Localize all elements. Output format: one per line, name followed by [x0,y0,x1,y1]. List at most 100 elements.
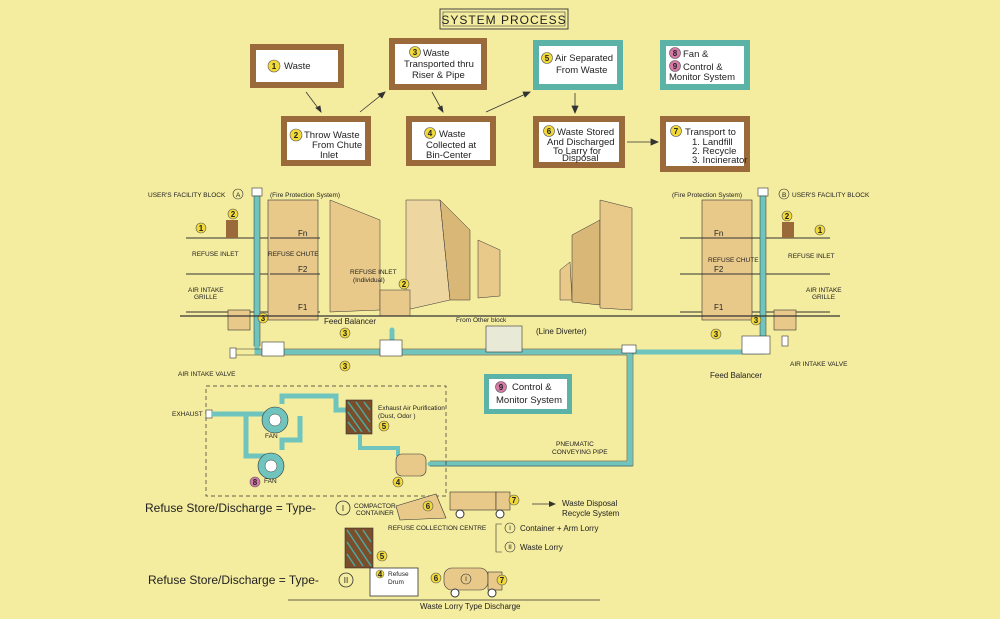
marker-3: 3 [343,329,348,338]
control-monitor-box: 9 Control & Monitor System [484,374,572,414]
floor-f1-label: F1 [298,303,308,312]
marker-5: 5 [380,552,385,561]
refuse-collection-centre: EXHAUST FAN FAN 8 Exhaust Air Purificati… [172,385,447,497]
users-facility-block-a: USER'S FACILITY BLOCK A (Fire Protection… [148,187,340,347]
type-2-roman: II [344,576,348,585]
step-label: And Discharged [547,137,615,148]
step-label: From Chute [312,140,362,151]
step-label: Waste Stored [557,127,614,138]
users-facility-block-b: USER'S FACILITY BLOCK B (Fire Protection… [672,187,870,347]
line-diverter: (Line Diverter) [485,325,637,354]
block-letter: B [782,192,786,199]
control-box-label: Monitor System [496,395,562,406]
marker-1: 1 [199,224,204,233]
refuse-chute-label: REFUSE CHUTE [708,257,759,264]
type-2-label: Refuse Store/Discharge = Type- [148,573,319,587]
waste-lorry-type-label: Waste Lorry Type Discharge [420,602,521,611]
air-intake-grille-label: AIR INTAKE [188,287,224,294]
marker-2: 2 [231,210,236,219]
air-intake-grille-label: GRILLE [194,294,218,301]
refuse-inlet-individual-label: REFUSE INLET [350,269,397,276]
step-label: Waste [423,48,450,59]
refuse-inlet-label: REFUSE INLET [192,251,239,258]
refuse-chute-label: REFUSE CHUTE [268,251,319,258]
fire-protection-label: (Fire Protection System) [672,192,742,199]
pipe-outlines [232,348,634,467]
step-label: Bin-Center [426,150,471,161]
type-1-discharge: Refuse Store/Discharge = Type- I COMPACT… [145,491,620,553]
step-label: Throw Waste [304,130,360,141]
step-box-2: 2 Throw Waste From Chute Inlet [281,116,371,166]
option-1-label: Container + Arm Lorry [520,524,598,533]
step-number: 4 [428,129,433,138]
step-label: 3. Incinerator [692,155,747,166]
marker-3: 3 [754,316,759,325]
option-2-label: Waste Lorry [520,543,563,552]
block-letter: A [236,192,241,199]
fan-label: FAN [264,478,277,485]
air-intake-valve-label: AIR INTAKE VALVE [178,371,236,378]
air-intake-grille-label: AIR INTAKE [806,287,842,294]
step-number: 1 [272,62,277,71]
step-label: To Larry for [553,146,601,157]
step-box-8-9: 8 Fan & 9 Control & Monitor System [660,40,750,90]
refuse-collection-label: REFUSE COLLECTION CENTRE [388,525,487,532]
step-number: 6 [547,127,552,136]
from-other-block-label: From Other block [456,317,507,324]
air-intake-grille-label: GRILLE [812,294,836,301]
marker-6: 6 [434,574,439,583]
exhaust-purification-label: Exhaust Air Purification [378,405,445,412]
step-label: 1. Landfill [692,137,733,148]
marker-8: 8 [253,478,258,487]
step-label: Transported thru [404,59,474,70]
feed-balancer-left: Feed Balancer 3 3 AIR INTAKE VALVE [178,317,403,378]
step-box-3: 3 Waste Transported thru Riser & Pipe [389,38,487,90]
step-label: Waste [439,129,466,140]
step-label: Waste [284,61,311,72]
step-label: Inlet [320,150,338,161]
pneumatic-pipe-label: CONVEYING PIPE [552,449,608,456]
type-2-discharge: 5 4 Refuse Drum Refuse Store/Discharge =… [148,527,600,611]
marker-2: 2 [785,212,790,221]
waste-disposal-label: Recycle System [562,509,620,518]
feed-balancer-right: Feed Balancer 3 AIR INTAKE VALVE [710,328,848,380]
floor-f1-label: F1 [714,303,724,312]
step-label: From Waste [556,65,607,76]
refuse-drum-label: Drum [388,579,404,586]
step-box-6: 6 Waste Stored And Discharged To Larry f… [533,116,625,168]
type-1-label: Refuse Store/Discharge = Type- [145,501,316,515]
marker-7: 7 [500,576,505,585]
step-label: Transport to [685,127,736,138]
fan-label: FAN [265,433,278,440]
marker-1: 1 [818,226,823,235]
feed-balancer-label: Feed Balancer [324,317,376,326]
step-box-1: 1 Waste [250,44,344,88]
marker-6: 6 [426,502,431,511]
step-number: 2 [294,131,299,140]
block-label: USER'S FACILITY BLOCK [792,192,870,199]
exhaust-purification-label: (Dust, Odor ) [378,413,416,420]
step-number: 3 [413,48,418,57]
floor-fn-label: Fn [714,229,723,238]
control-box-label: Control & [512,382,552,393]
floor-f2-label: F2 [298,265,308,274]
title-box: SYSTEM PROCESS [439,8,569,30]
waste-disposal-label: Waste Disposal [562,499,618,508]
refuse-inlet-label: REFUSE INLET [788,253,835,260]
step-number: 8 [673,49,678,58]
marker-2: 2 [402,280,407,289]
refuse-inlet-individual-label: (Individual) [353,277,385,284]
marker-5: 5 [382,422,387,431]
marker-4: 4 [396,478,401,487]
feed-balancer-label: Feed Balancer [710,371,762,380]
fire-protection-label: (Fire Protection System) [270,192,340,199]
pneumatic-pipe-label: PNEUMATIC [556,441,594,448]
step-number: 5 [545,54,550,63]
exhaust-label: EXHAUST [172,411,203,418]
step-number: 9 [673,62,678,71]
step-label: Riser & Pipe [412,70,465,81]
step-label: Fan & [683,49,709,60]
step-label: Monitor System [669,72,735,83]
